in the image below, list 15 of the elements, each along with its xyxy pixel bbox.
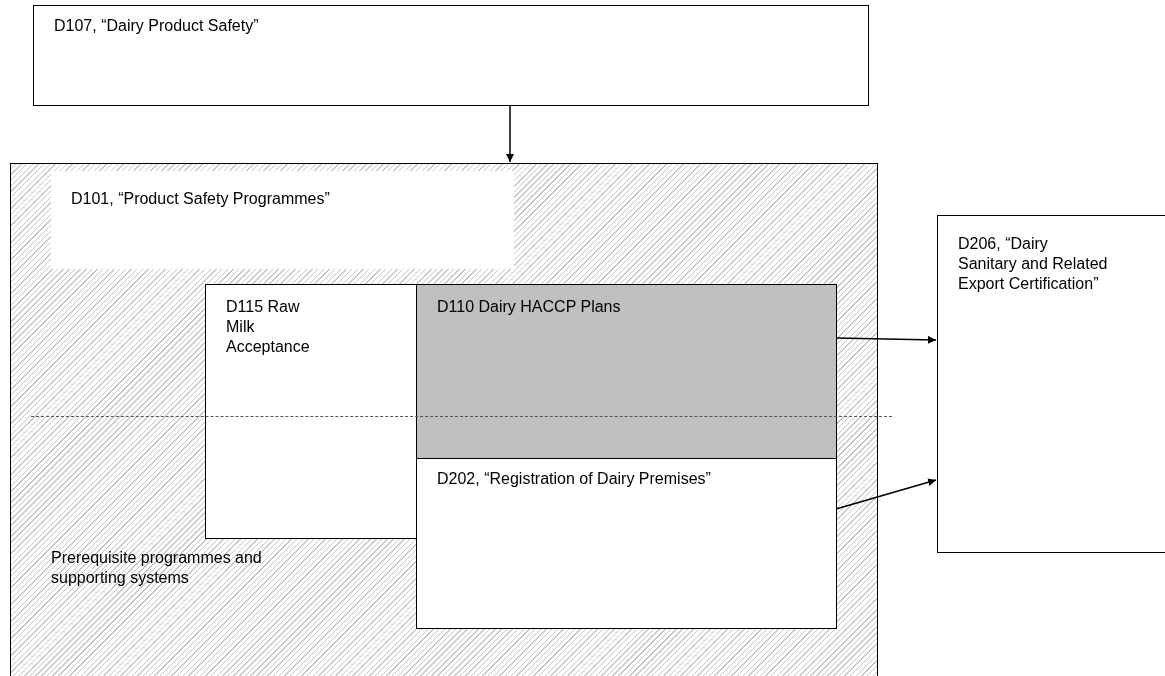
box-label: D101, “Product Safety Programmes” (71, 189, 330, 209)
box-label: D110 Dairy HACCP Plans (437, 297, 621, 317)
arrow (506, 105, 514, 163)
process-box (205, 284, 417, 539)
process-box (937, 215, 1165, 553)
box-label: D206, “Dairy Sanitary and Related Export Certification” (958, 234, 1108, 294)
process-box (33, 5, 869, 106)
title-band (51, 171, 514, 269)
box-label: D115 Raw Milk Acceptance (226, 297, 310, 357)
hatched-region (10, 163, 878, 676)
box-label: D107, “Dairy Product Safety” (54, 16, 259, 36)
process-box (416, 458, 837, 629)
box-label: D202, “Registration of Dairy Premises” (437, 469, 711, 489)
shaded-box (416, 284, 837, 459)
box-label: Prerequisite programmes and supporting systems (51, 548, 263, 588)
